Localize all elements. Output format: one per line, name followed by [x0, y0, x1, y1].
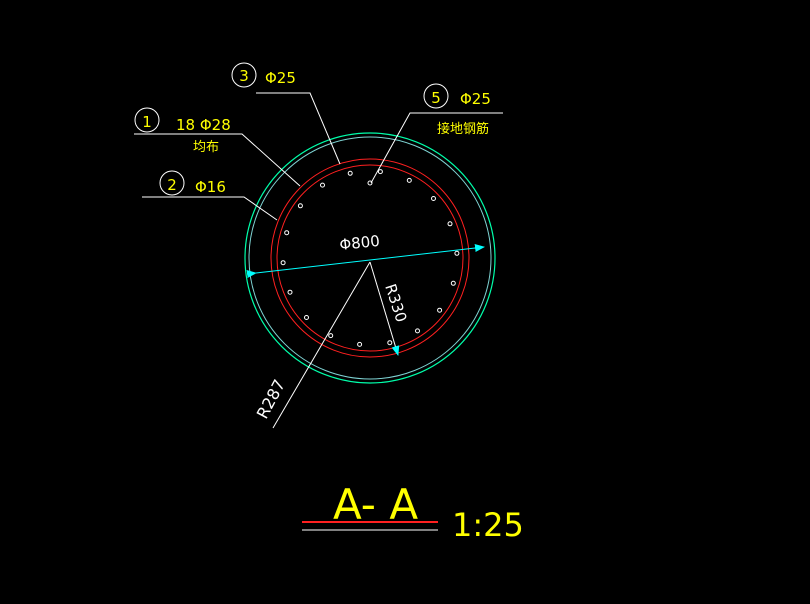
callout-2-text: Φ16	[195, 178, 226, 196]
diameter-dimension-label: Φ800	[339, 232, 381, 254]
section-title: A- A	[333, 480, 418, 529]
outer-pile-circle	[244, 132, 496, 384]
callout-5-leader	[370, 112, 503, 184]
radius-330-dimension-label: R330	[381, 282, 410, 325]
rebar-dot	[357, 341, 363, 347]
rebar-dot	[387, 340, 393, 346]
rebar-dot	[437, 307, 443, 313]
radius-287-dimension-label: R287	[253, 376, 289, 422]
rebar-dot	[284, 230, 290, 236]
rebar-dot	[287, 289, 293, 295]
longitudinal-bars	[280, 169, 460, 347]
callout-3-bubble	[231, 62, 257, 88]
rebar-dot	[447, 221, 453, 227]
callout-5-text: Φ25	[460, 90, 491, 108]
callout-3-text: Φ25	[265, 69, 296, 87]
callout-3-number: 3	[239, 67, 249, 85]
rebar-dot	[450, 280, 456, 286]
callout-5-subtext: 接地钢筋	[437, 121, 489, 137]
callout-1-text: 18 Φ28	[176, 116, 231, 134]
callout-1-leader	[134, 133, 301, 187]
callout-2-bubble	[159, 170, 185, 196]
callout-5-number: 5	[431, 89, 441, 107]
rebar-dot	[415, 328, 420, 334]
rebar-dot	[454, 250, 460, 256]
radius-330-dimension-line	[369, 261, 400, 356]
section-scale: 1:25	[452, 506, 524, 544]
rebar-circle-outer	[270, 158, 470, 358]
callout-3-leader	[256, 92, 341, 165]
rebar-dot	[320, 182, 325, 188]
rebar-dot	[297, 203, 303, 209]
grounding-bar	[367, 180, 373, 186]
rebar-dot	[328, 333, 334, 339]
callout-1-bubble	[134, 107, 160, 133]
callout-1-subtext: 均布	[193, 140, 219, 155]
callout-1-number: 1	[142, 113, 152, 131]
callout-2-number: 2	[167, 176, 177, 194]
callout-2-leader	[142, 196, 278, 221]
rebar-dot	[347, 170, 353, 176]
rebar-circle-inner	[276, 164, 464, 352]
radius-287-dimension-line	[272, 261, 371, 429]
rebar-dot	[280, 260, 286, 266]
callout-5-bubble	[423, 83, 449, 109]
rebar-dot	[377, 169, 383, 175]
rebar-dot	[304, 315, 309, 320]
diameter-dimension-line	[246, 244, 485, 278]
rebar-dot	[431, 196, 436, 201]
rebar-dot	[406, 177, 412, 183]
